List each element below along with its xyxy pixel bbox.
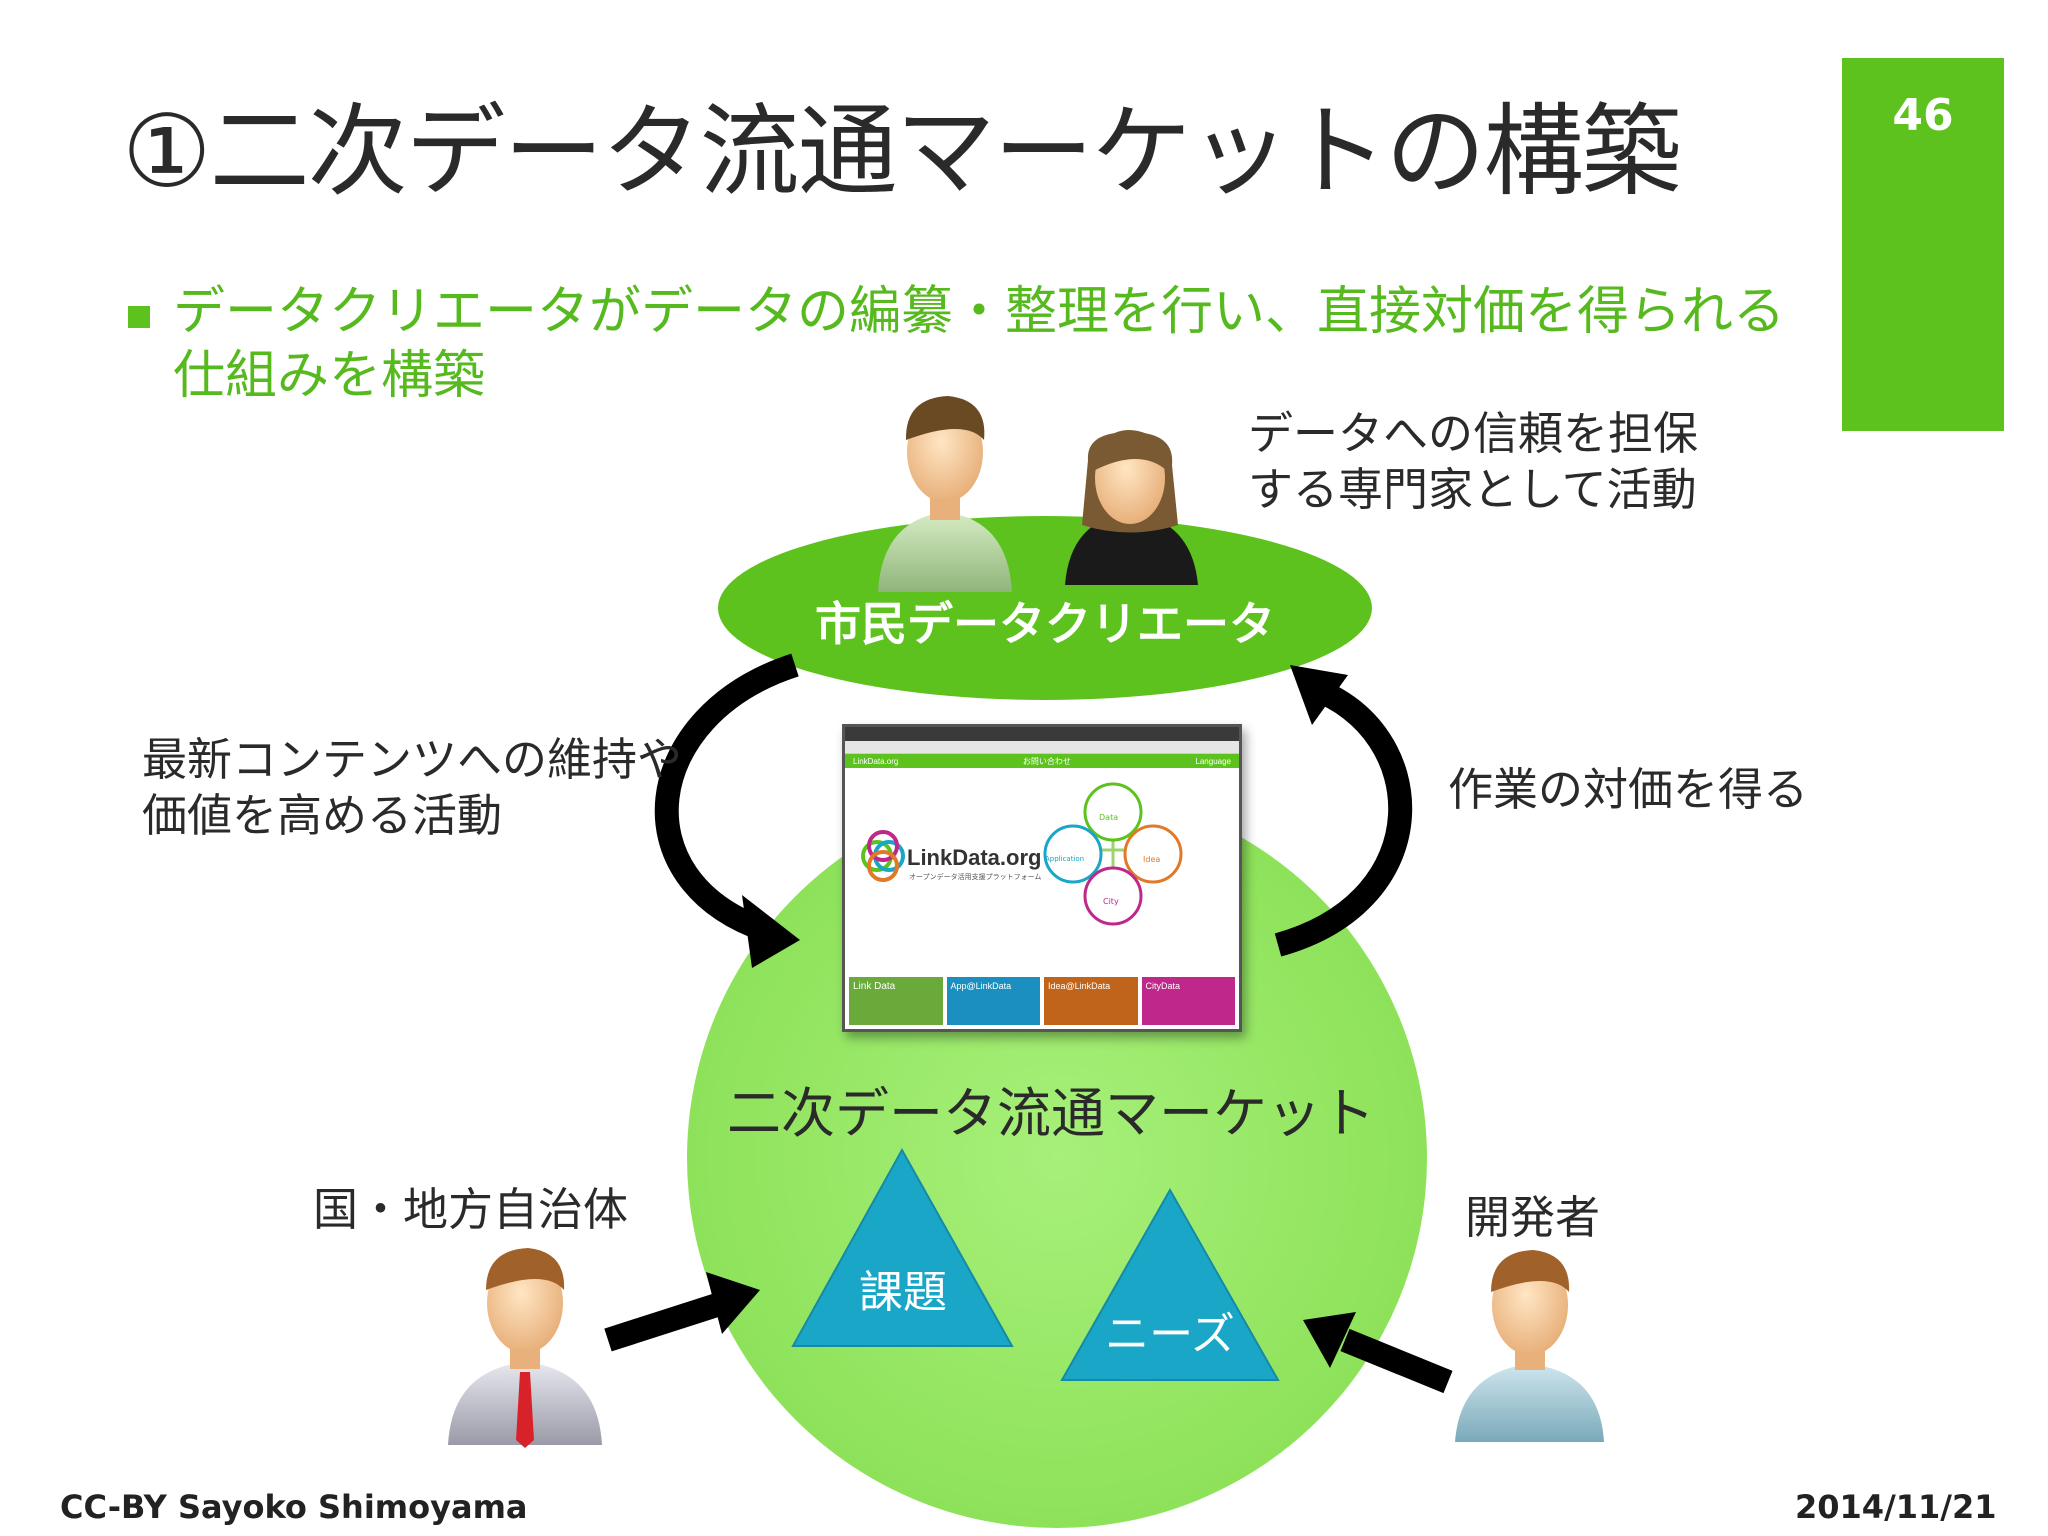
dev-avatar	[1455, 1250, 1604, 1442]
trust-note: データへの信頼を担保する専門家として活動	[1248, 407, 1699, 516]
bullet-marker	[128, 306, 150, 328]
gov-avatar	[448, 1248, 602, 1448]
site-circle-data	[1083, 782, 1143, 842]
site-circle-idea	[1123, 824, 1183, 884]
page-number-box	[1842, 58, 2004, 431]
footer-date: 2014/11/21	[1795, 1488, 1997, 1526]
dev-arrow	[1340, 1328, 1453, 1394]
site-circle-app-label: Application	[1045, 855, 1085, 863]
site-tile-linkdata[interactable]: Link Data	[849, 977, 943, 1025]
left-curved-arrow	[654, 653, 799, 942]
left-note: 最新コンテンツへの維持や価値を高める活動	[142, 733, 683, 842]
site-circle-city-label: City	[1103, 897, 1119, 906]
site-tiles: Link Data App@LinkData Idea@LinkData Cit…	[849, 977, 1235, 1025]
triangle-issue-label: 課題	[859, 1267, 947, 1318]
slide-title: ①二次データ流通マーケットの構築	[122, 93, 1682, 210]
gov-arrowhead	[706, 1272, 760, 1334]
market-label: 二次データ流通マーケット	[727, 1082, 1375, 1145]
page-number: 46	[1892, 90, 1954, 141]
gov-label: 国・地方自治体	[313, 1183, 629, 1236]
site-tile-app[interactable]: App@LinkData	[946, 977, 1040, 1025]
creator-female-avatar	[1065, 430, 1198, 585]
linkdata-logo-icon	[861, 830, 905, 882]
site-tile-idea[interactable]: Idea@LinkData	[1044, 977, 1138, 1025]
site-circle-city	[1083, 866, 1143, 926]
site-nav-left[interactable]: LinkData.org	[853, 756, 899, 766]
bullet-text: データクリエータがデータの編纂・整理を行い、直接対価を得られる仕組みを構築	[173, 282, 1786, 406]
browser-addressbar	[845, 741, 1239, 754]
browser-titlebar	[845, 727, 1239, 741]
creator-male-avatar	[878, 396, 1012, 592]
site-subtitle: オープンデータ活用支援プラットフォーム	[909, 873, 1042, 881]
gov-arrow	[604, 1292, 724, 1352]
triangle-issue	[791, 1147, 1014, 1347]
site-navbar: LinkData.org お問い合わせ Language	[845, 754, 1239, 768]
dev-label: 開発者	[1465, 1191, 1601, 1244]
linkdata-screenshot: LinkData.org お問い合わせ Language LinkData.or…	[842, 724, 1242, 1032]
right-note: 作業の対価を得る	[1448, 763, 1809, 816]
site-nav-mid[interactable]: お問い合わせ	[1022, 756, 1071, 766]
right-curved-arrow	[1274, 676, 1412, 957]
dev-arrowhead	[1303, 1312, 1356, 1368]
footer-license: CC-BY Sayoko Shimoyama	[60, 1488, 528, 1526]
site-nav-right[interactable]: Language	[1195, 756, 1231, 766]
creator-ellipse	[718, 516, 1372, 700]
site-hero	[861, 782, 1183, 926]
left-arrowhead	[742, 895, 800, 968]
triangle-needs	[1060, 1187, 1280, 1381]
site-logo-text: LinkData.org	[907, 845, 1042, 870]
creator-label: 市民データクリエータ	[815, 597, 1275, 651]
site-circle-data-label: Data	[1099, 813, 1119, 822]
site-circle-idea-label: Idea	[1143, 855, 1161, 864]
triangle-needs-label: ニーズ	[1105, 1309, 1235, 1360]
right-arrowhead	[1290, 665, 1348, 725]
site-circle-application	[1043, 824, 1103, 884]
site-tile-city[interactable]: CityData	[1141, 977, 1235, 1025]
